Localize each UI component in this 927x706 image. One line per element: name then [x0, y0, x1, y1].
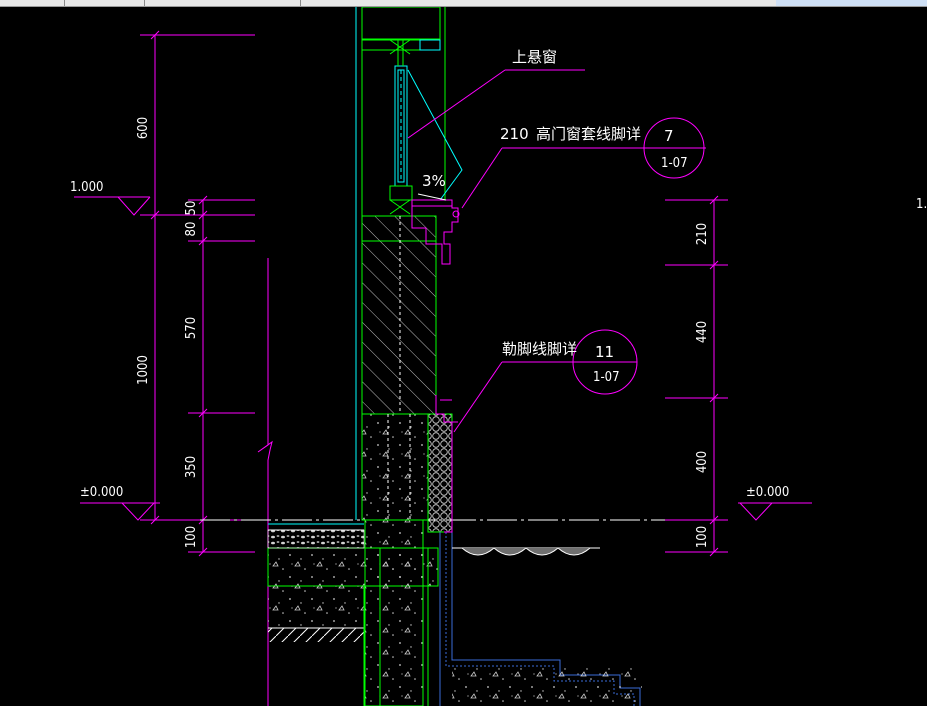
- plinth-ref-number: 11: [595, 343, 614, 361]
- slope-arrow: [417, 193, 447, 201]
- sill-detail-label: 高门窗套线脚详: [536, 125, 641, 143]
- dim-600: 600: [136, 117, 151, 139]
- dim-210: 210: [695, 223, 710, 245]
- drawing-tab[interactable]: [144, 0, 301, 6]
- window-label-leader: [407, 69, 585, 139]
- drawing-tab-active[interactable]: [776, 0, 927, 6]
- elevation-label-cut-right: 1.: [916, 197, 927, 212]
- drawing-tab[interactable]: [0, 0, 65, 6]
- drawing-tab-bar: [0, 0, 927, 7]
- elevation-marker-ground-right: [738, 502, 812, 521]
- dim-440: 440: [695, 321, 710, 343]
- sill-detail-leader: [461, 117, 706, 209]
- elevation-label-1000: 1.000: [70, 180, 103, 195]
- wall-section: [267, 7, 642, 706]
- drawing-tab[interactable]: [300, 0, 777, 6]
- sill-ref-number: 7: [664, 127, 674, 145]
- break-line: [257, 258, 273, 706]
- drawing-tab[interactable]: [64, 0, 145, 6]
- right-dimension-chain: [665, 195, 728, 557]
- dim-400: 400: [695, 451, 710, 473]
- elevation-label-ground-right: ±0.000: [746, 485, 789, 500]
- elevation-marker-ground-left: [80, 502, 160, 521]
- dim-350: 350: [184, 456, 199, 478]
- top-hung-window: [389, 39, 463, 215]
- plinth-ref-sheet: 1-07: [593, 370, 620, 385]
- window-label: 上悬窗: [512, 48, 557, 66]
- elevation-label-ground-left: ±0.000: [80, 485, 123, 500]
- plinth-detail-label: 勒脚线脚详: [502, 340, 577, 358]
- cad-drawing-canvas[interactable]: 600 1000 50 80 570 350 100 1.000 ±0.000: [0, 7, 927, 706]
- dim-50: 50: [184, 201, 199, 216]
- dim-80: 80: [184, 222, 199, 237]
- slope-label: 3%: [422, 172, 446, 190]
- dim-100-right: 100: [695, 526, 710, 548]
- drainage-bed: [452, 547, 600, 556]
- dim-1000: 1000: [136, 355, 151, 385]
- dim-570: 570: [184, 317, 199, 339]
- plinth-detail-leader: [453, 329, 638, 433]
- sill-prefix: 210: [500, 125, 529, 143]
- dim-100-left: 100: [184, 526, 199, 548]
- sill-ref-sheet: 1-07: [661, 156, 688, 171]
- sill-moulding: [411, 199, 460, 533]
- elevation-marker-1000: [74, 196, 151, 216]
